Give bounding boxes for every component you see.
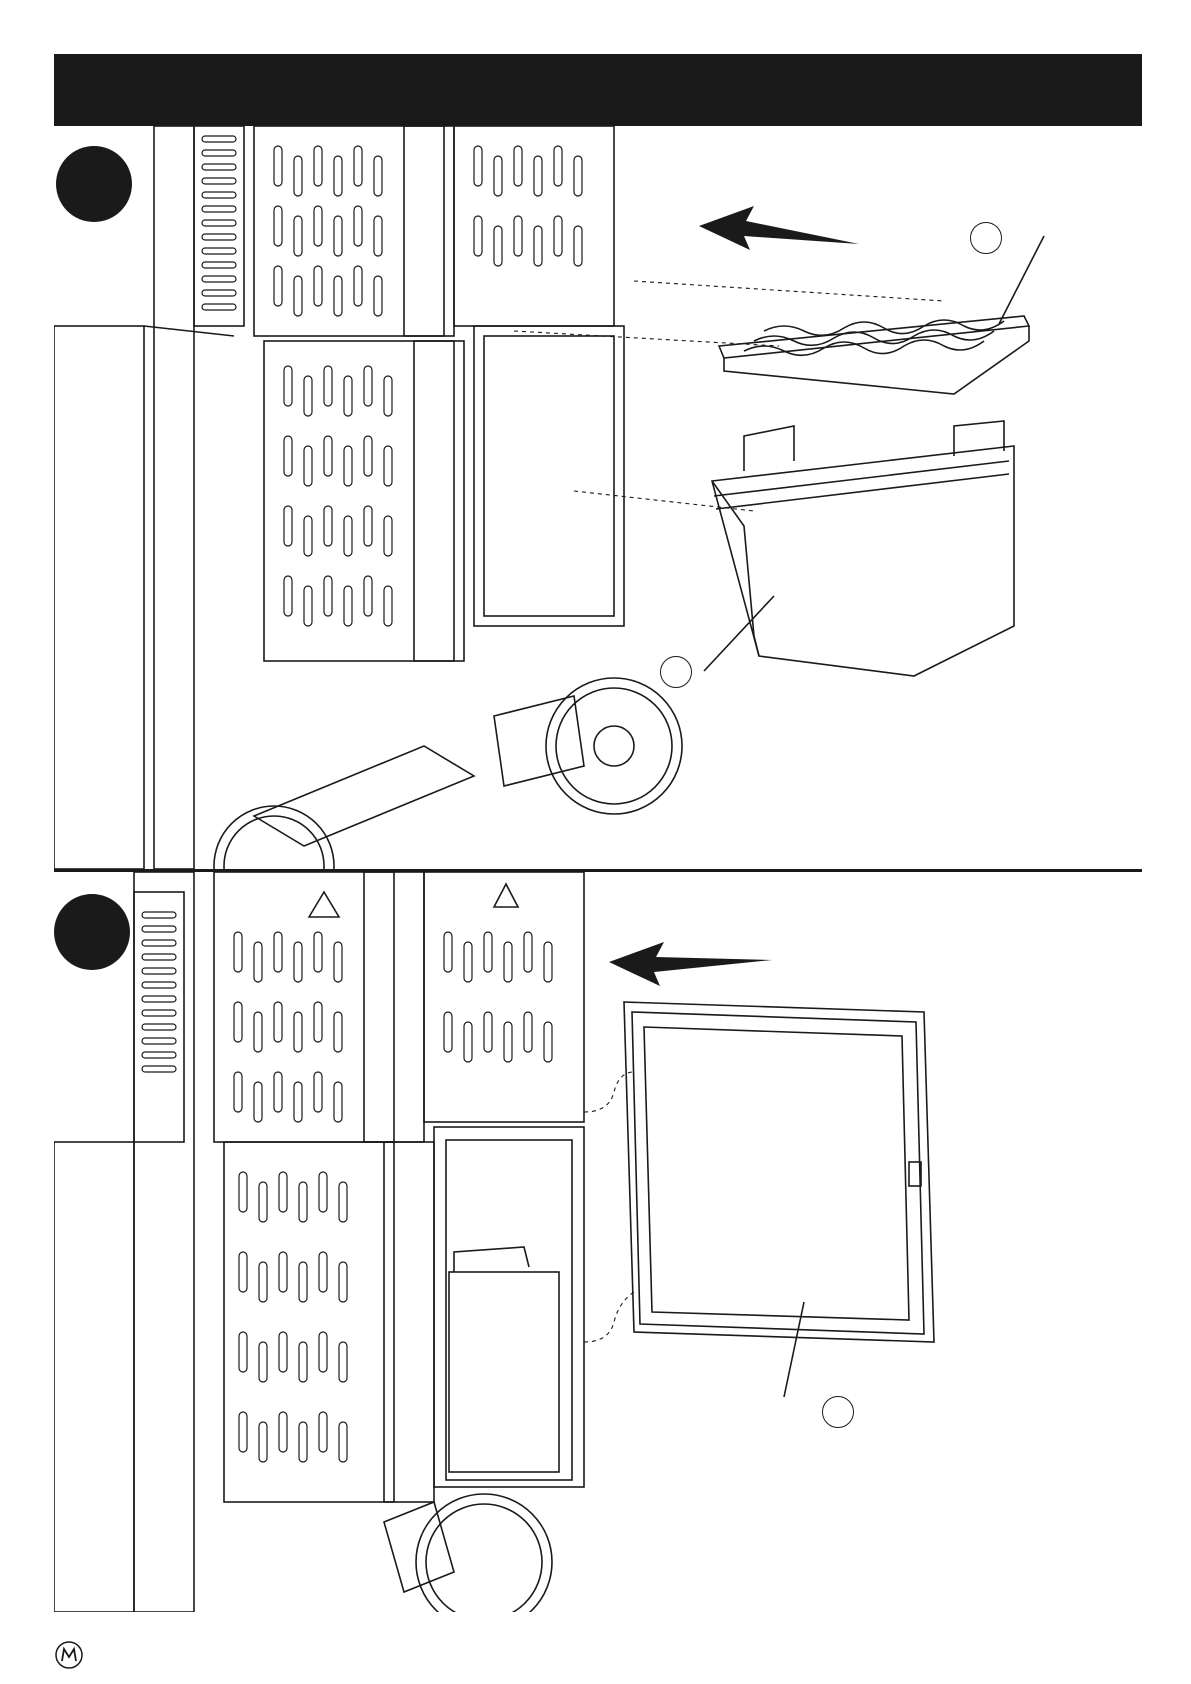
cart-side-panel [54,326,144,869]
step-1-panel [54,126,1142,869]
upper-firebox [214,872,584,1142]
grease-bucket [704,421,1014,676]
lower-firebox [264,326,624,661]
lower-firebox [224,1127,584,1502]
step-badge-2 [54,894,130,970]
callout-circle-door [822,1396,854,1428]
step-badge-1 [56,146,132,222]
wheel [214,806,334,869]
step-2-panel [54,872,1142,1612]
grease-tray [719,236,1044,394]
step-2-illustration [54,872,1142,1612]
axle-bracket [494,696,584,786]
upper-firebox [254,126,614,336]
arrow-left-icon [609,942,772,986]
callout-circle-bucket [660,656,692,688]
header-bar [54,54,1142,126]
callout-circle-tray [970,222,1002,254]
m-logo-icon [54,1640,84,1670]
arrow-left-icon [699,206,859,250]
cabinet-door [624,1002,934,1397]
warning-icon [309,884,518,917]
